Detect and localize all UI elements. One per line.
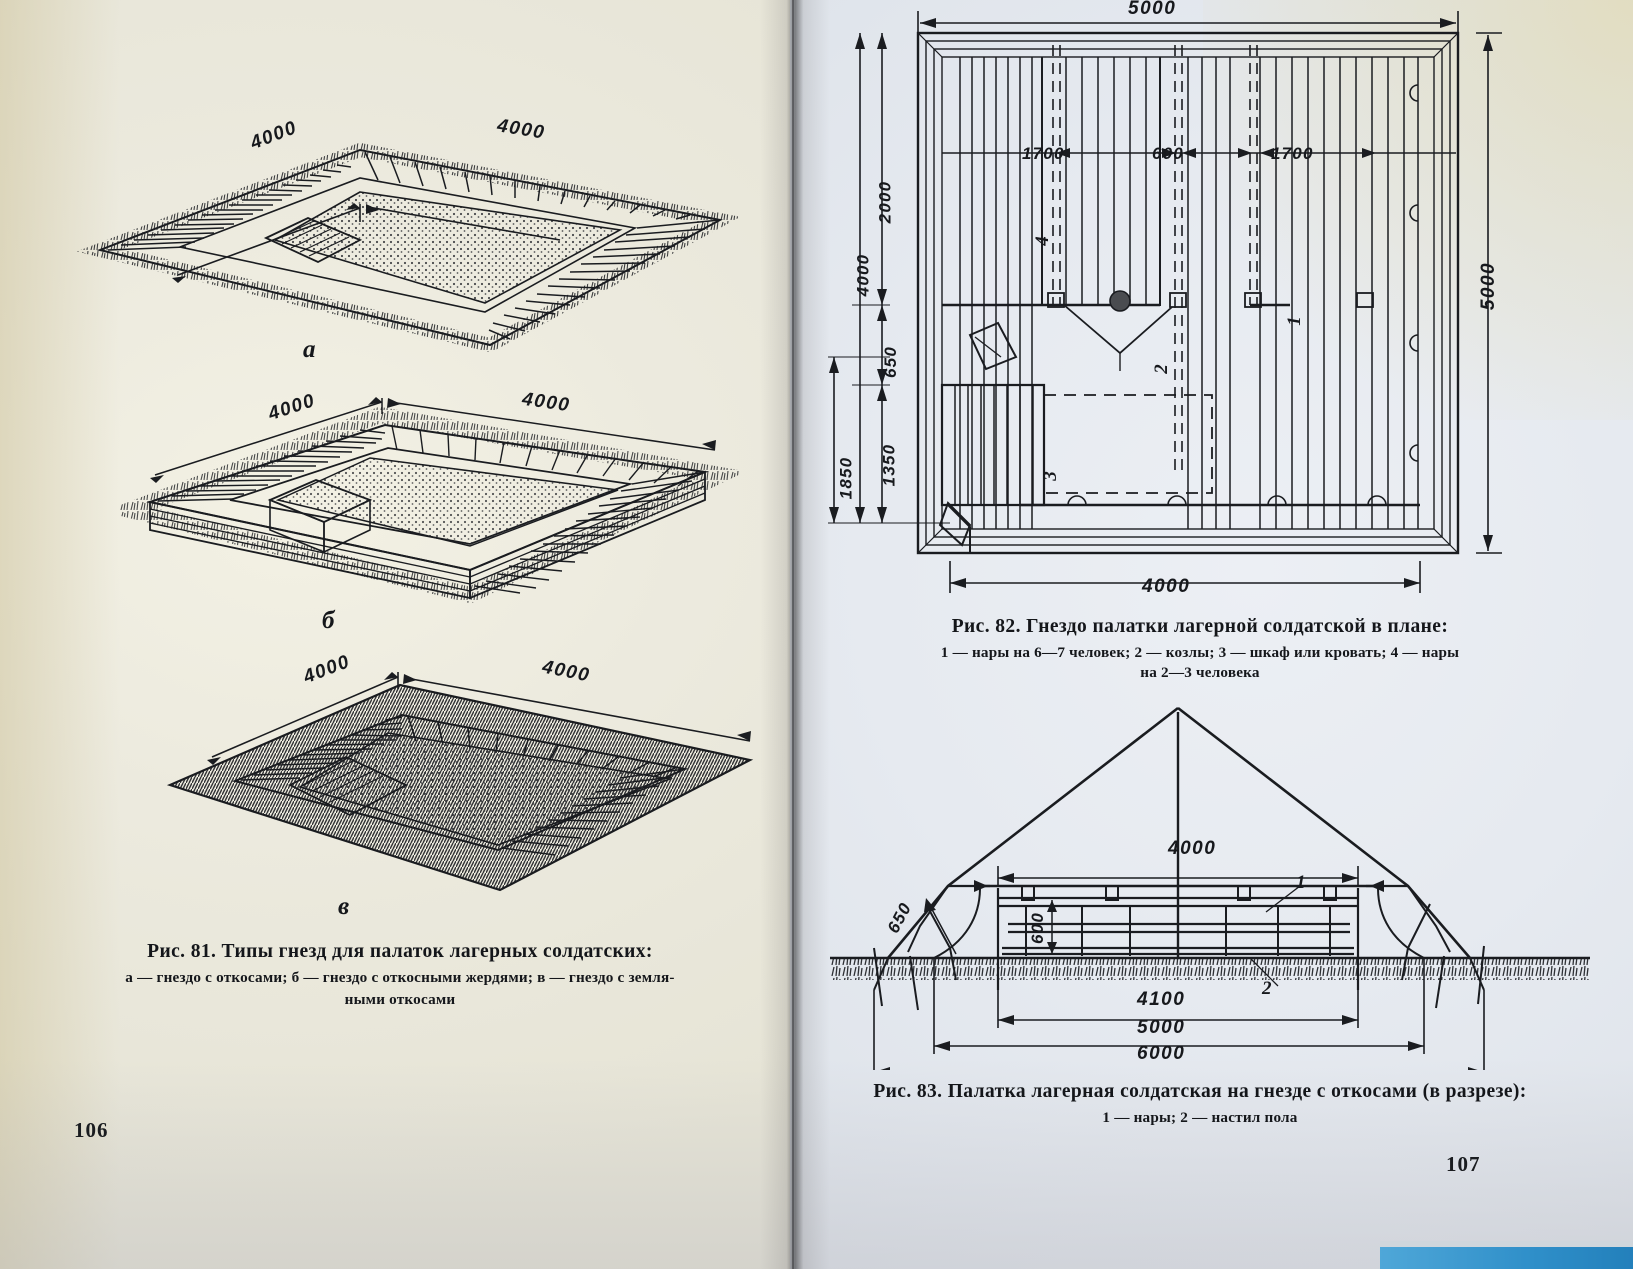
figure81-drawing-v [150, 645, 780, 915]
figure82-dim-4000: 4000 [853, 253, 873, 297]
figure81-label-b: б [322, 607, 335, 634]
figure81-caption-title: Рис. 81. Типы гнезд для палаток лагерных… [147, 941, 653, 962]
figure83-caption-legend: 1 — нары; 2 — настил пола [1102, 1109, 1298, 1126]
figure81-caption-legend-line2: ными откосами [344, 991, 456, 1008]
scanner-strip-highlight [1380, 1241, 1633, 1247]
scanner-strip [1380, 1247, 1633, 1269]
figure81-label-a: а [303, 336, 316, 363]
figure82-dim-bay-right: 1700 [1271, 144, 1314, 163]
figure82-dim-1850: 1850 [836, 456, 856, 500]
figure82-dim-650: 650 [880, 346, 900, 378]
figure82-dim-bay-center: 600 [1152, 144, 1184, 163]
figure82-part-4: 4 [1031, 236, 1053, 246]
page-number-left: 106 [74, 1118, 109, 1142]
figure81-drawing-b [120, 380, 740, 620]
figure82-caption-legend-line1: 1 — нары на 6—7 человек; 2 — козлы; 3 — … [940, 644, 1460, 661]
figure81-legend-a: а — гнездо с откосами; [125, 969, 288, 986]
figure83-dim-4000: 4000 [1168, 838, 1217, 859]
figure83-part-1: 1 [1296, 872, 1306, 893]
figure82-dim-1350: 1350 [879, 443, 899, 487]
figure82-part-2: 2 [1150, 364, 1172, 374]
figure82-caption-legend-line2: на 2—3 человека [1140, 664, 1260, 681]
figure82-dim-right: 5000 [1478, 261, 1500, 311]
figure82-dim-2000: 2000 [875, 180, 895, 224]
figure82-caption-title: Рис. 82. Гнездо палатки лагерной солдатс… [951, 616, 1449, 637]
figure81-label-v: в [338, 893, 350, 920]
page-number-right: 107 [1446, 1152, 1481, 1176]
figure82-dim-bottom: 4000 [1142, 576, 1191, 597]
figure83-dim-6000: 6000 [1137, 1043, 1186, 1064]
figure82-dim-bay-left: 1700 [1022, 144, 1065, 163]
figure83-section-drawing [830, 690, 1590, 1070]
figure81-legend-b: б — гнездо с откосными жердями; [291, 969, 534, 986]
figure82-dim-top: 5000 [1128, 0, 1177, 19]
figure83-dim-4100: 4100 [1137, 989, 1186, 1010]
figure83-dim-600: 600 [1027, 912, 1047, 944]
figure81-legend-v: в — гнездо с земля- [537, 969, 675, 986]
figure82-part-3: 3 [1039, 471, 1061, 481]
figure81-drawing-a [60, 100, 770, 360]
figure81-caption-legend-line1: а — гнездо с откосами; б — гнездо с отко… [55, 968, 745, 988]
figure83-dim-5000: 5000 [1137, 1017, 1186, 1038]
figure82-plan-drawing [820, 5, 1560, 605]
figure83-part-2: 2 [1262, 978, 1272, 999]
figure82-part-1: 1 [1283, 316, 1305, 326]
figure83-caption-title: Рис. 83. Палатка лагерная солдатская на … [873, 1081, 1527, 1102]
